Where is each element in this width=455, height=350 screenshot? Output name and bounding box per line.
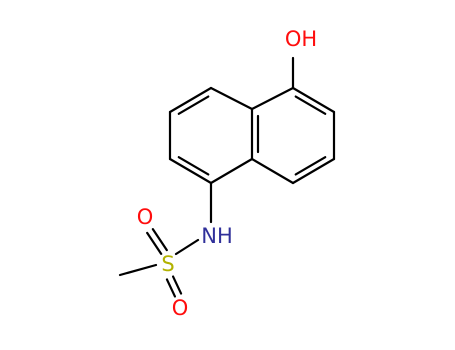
bond-a1-a7: [209, 86, 254, 111]
bond-s_sulfonyl-o_sulfonyl_1-a: [151, 228, 168, 252]
atom-label-s-sulfonyl: S: [161, 252, 174, 276]
bond-n_amide-s_sulfonyl: [174, 238, 200, 256]
bond-a4-a5: [291, 157, 336, 185]
atom-label-n-amide: NH: [201, 224, 233, 248]
bond-layer: [118, 56, 336, 298]
bond-a4-a5-inner: [294, 156, 327, 176]
bond-a7-a8: [168, 86, 213, 114]
bond-a2-a3-inner: [294, 95, 327, 115]
bond-s_sulfonyl-o_sulfonyl_2-b: [171, 275, 183, 295]
bond-s_sulfonyl-o_sulfonyl_1-b: [146, 231, 163, 255]
bond-a9-a10: [168, 157, 213, 185]
bond-a9-a10-inner: [177, 156, 210, 176]
bond-a7-a8-inner: [177, 95, 210, 115]
atom-label-o-sulfonyl-2: O: [172, 296, 189, 320]
bond-a10-a6: [209, 157, 254, 185]
atom-label-o-hydroxyl: OH: [285, 27, 317, 51]
bond-s_sulfonyl-o_sulfonyl_2-a: [165, 278, 177, 298]
bond-a2-a3: [291, 86, 336, 114]
atom-label-o-sulfonyl-1: O: [137, 205, 154, 229]
bond-a5-a6: [250, 157, 295, 185]
atom-label-layer: OH NH SO O: [137, 27, 317, 320]
bond-s_sulfonyl-c_methyl: [118, 263, 158, 277]
bond-a1-a2: [250, 86, 295, 111]
